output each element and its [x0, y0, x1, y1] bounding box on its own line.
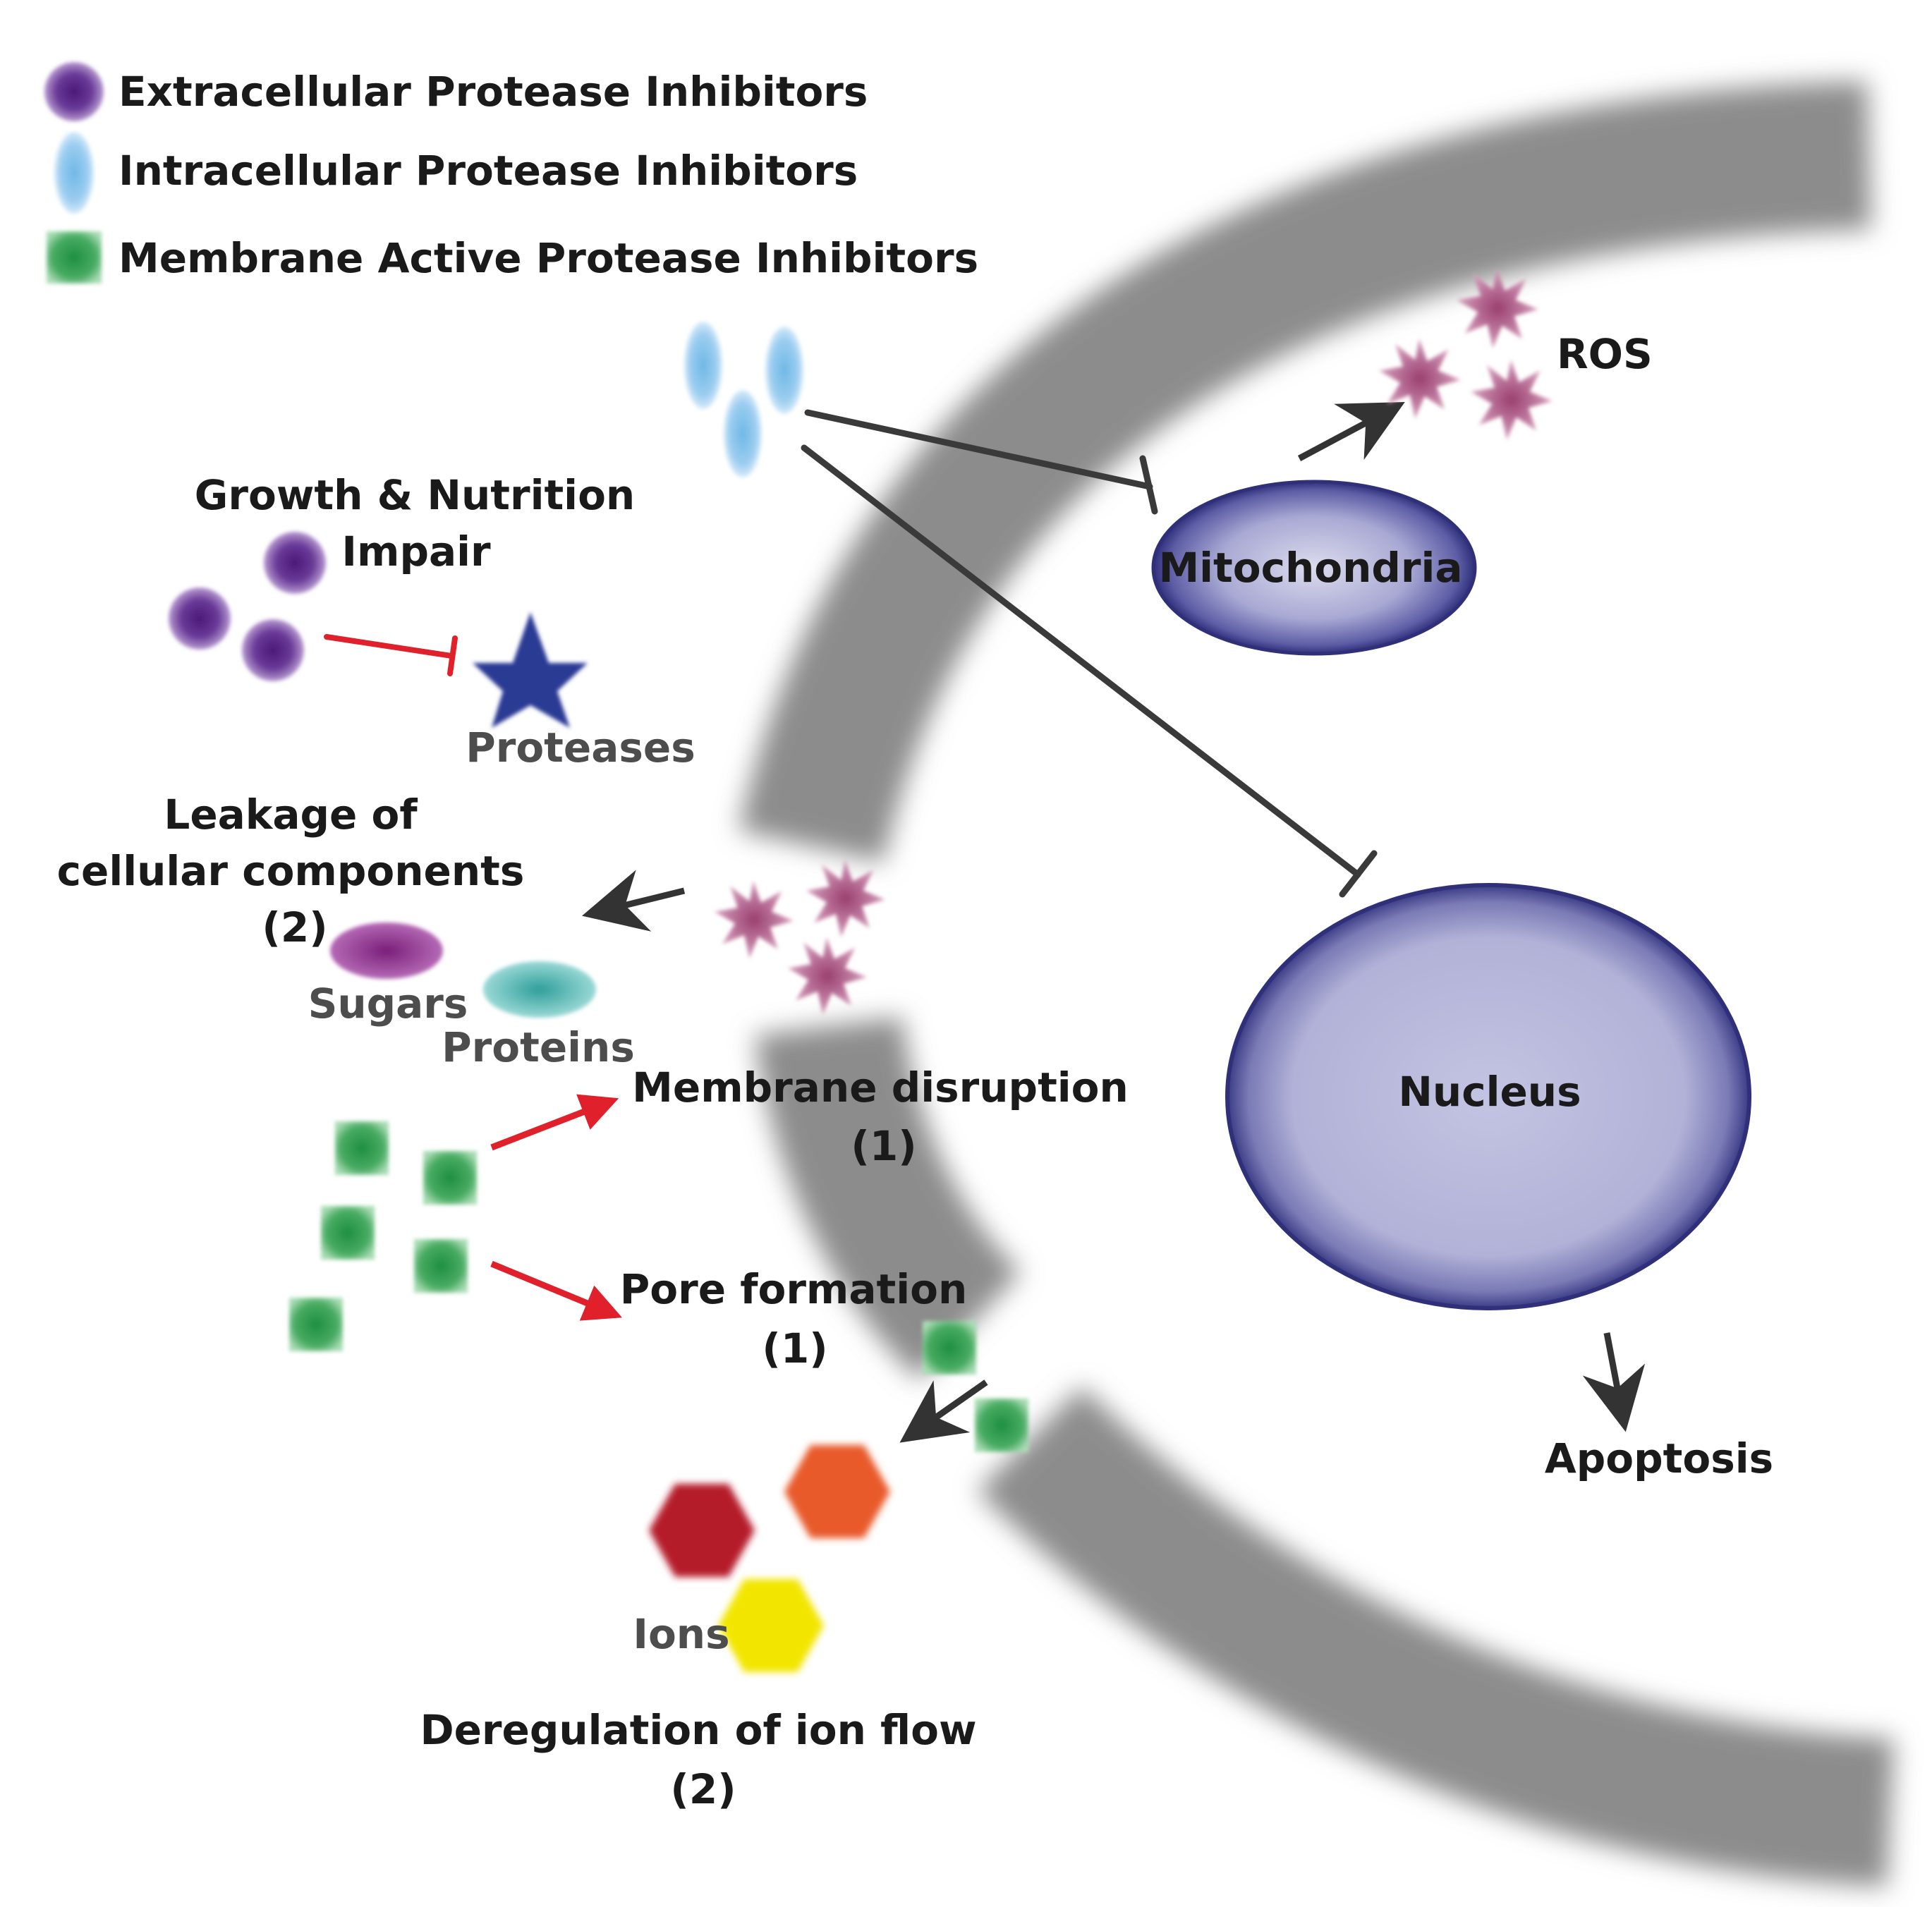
inhibition-to-proteases: [324, 634, 458, 676]
arrow-ion-efflux: [899, 1379, 988, 1443]
growth-label-line2: Impair: [341, 528, 491, 575]
pore-formation-label: Pore formation: [620, 1265, 968, 1313]
blue-oval-icon: [684, 322, 722, 409]
green-square-icon: [47, 231, 102, 284]
purple-sphere-icon: [264, 532, 326, 594]
arrow-to-ros: [1297, 402, 1405, 461]
ros-star-icon: [787, 937, 868, 1016]
arrow-pore-formation: [490, 1260, 622, 1321]
apoptosis-label: Apoptosis: [1545, 1434, 1773, 1482]
arrow-leakage: [582, 870, 686, 932]
proteins-label: Proteins: [442, 1023, 635, 1071]
intracellular-inhibitors: [684, 322, 803, 477]
mitochondria-label: Mitochondria: [1158, 544, 1462, 592]
ion-red-hexagon-icon: [649, 1484, 755, 1577]
leakage-label-line2: cellular components: [57, 847, 525, 895]
proteases-label: Proteases: [466, 724, 695, 772]
cell-membrane: [739, 81, 1894, 1887]
nucleus-label: Nucleus: [1398, 1068, 1581, 1116]
inhibition-to-mitochondria: [804, 409, 1158, 515]
sugars-label: Sugars: [308, 980, 468, 1028]
mitochondria-organelle: [1151, 480, 1477, 656]
ros-star-icon: [1379, 338, 1461, 419]
membrane-disruption-label: Membrane disruption: [632, 1064, 1129, 1111]
legend-label-intracellular: Intracellular Protease Inhibitors: [119, 147, 858, 195]
purple-sphere-icon: [169, 587, 231, 650]
ros-star-icon: [1471, 359, 1553, 440]
nucleus: Nucleus: [1225, 883, 1751, 1310]
ros-label: ROS: [1557, 330, 1653, 378]
protease-star-icon: [473, 612, 588, 728]
deregulation-label: Deregulation of ion flow: [420, 1706, 976, 1754]
blue-oval-icon: [765, 327, 803, 414]
ros-star-icon: [714, 880, 794, 959]
mitochondria: Mitochondria: [1151, 480, 1477, 656]
deregulation-number: (2): [670, 1765, 736, 1813]
ions-label: Ions: [633, 1610, 729, 1658]
legend-label-extracellular: Extracellular Protease Inhibitors: [119, 68, 868, 116]
legend-label-membrane-active: Membrane Active Protease Inhibitors: [119, 234, 978, 282]
membrane-disruption-number: (1): [851, 1122, 916, 1170]
purple-sphere-icon: [44, 62, 104, 121]
membrane-upper-segment: [739, 81, 1871, 863]
leakage-label-line3: (2): [262, 903, 327, 951]
blue-oval-icon: [54, 132, 94, 214]
green-square-icon: [423, 1151, 477, 1205]
ros-star-icon: [806, 859, 886, 938]
blue-oval-icon: [724, 390, 762, 477]
membrane-middle-segment: [755, 1016, 1021, 1380]
leaking-ros-cluster: [714, 859, 886, 1016]
green-square-icon: [289, 1298, 343, 1351]
arrow-membrane-disruption: [490, 1094, 619, 1151]
ion-orange-hexagon-icon: [784, 1445, 890, 1538]
green-square-icon: [975, 1399, 1028, 1452]
membrane-active-inhibitors: [289, 1121, 1028, 1452]
leakage-label-line1: Leakage of: [164, 791, 418, 839]
proteins-blob: [483, 961, 596, 1018]
ion-yellow-hexagon-icon: [718, 1579, 824, 1672]
green-square-icon: [335, 1121, 389, 1175]
nucleus-organelle: [1225, 883, 1751, 1310]
green-square-icon: [414, 1239, 468, 1293]
arrow-to-apoptosis: [1582, 1332, 1646, 1432]
growth-label-line1: Growth & Nutrition: [195, 471, 635, 519]
extracellular-inhibitors: [169, 532, 326, 681]
membrane-lower-segment: [977, 1386, 1894, 1887]
purple-sphere-icon: [242, 619, 304, 681]
legend: Extracellular Protease Inhibitors Intrac…: [44, 62, 978, 284]
green-square-icon: [923, 1321, 976, 1375]
green-square-icon: [321, 1206, 375, 1260]
pore-formation-number: (1): [762, 1324, 827, 1372]
sugars-blob: [330, 922, 443, 979]
inhibition-to-nucleus: [801, 444, 1378, 898]
